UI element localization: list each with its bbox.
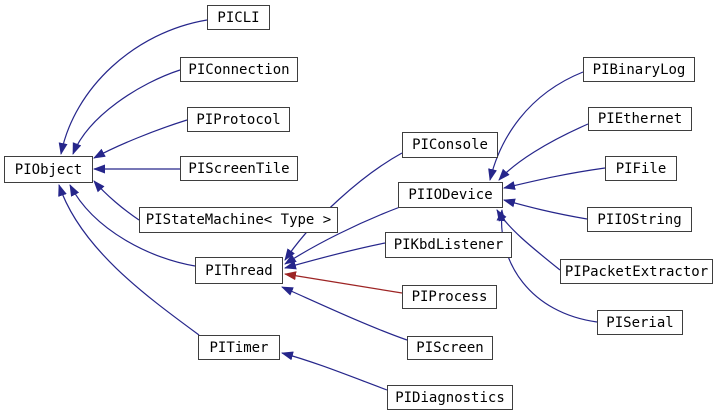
class-node-piscreentile[interactable]: PIScreenTile (180, 156, 298, 181)
class-node-piprocess[interactable]: PIProcess (402, 285, 497, 309)
edge-piprocess-to-pithread (284, 271, 403, 294)
class-node-piethernet[interactable]: PIEthernet (588, 107, 692, 131)
edge-pidiagnostics-to-pitimer (281, 351, 388, 391)
edge-pistatemachine-to-piobject (93, 180, 140, 221)
class-node-pidiagnostics[interactable]: PIDiagnostics (387, 385, 513, 410)
edge-piiostring-to-piiodevice (503, 198, 588, 220)
edge-pitimer-to-piobject (58, 184, 200, 336)
edge-piscreen-to-pithread (281, 286, 408, 341)
edge-pithread-to-piobject (69, 184, 196, 267)
class-node-pistatemachine[interactable]: PIStateMachine< Type > (139, 207, 338, 233)
edge-piprotocol-to-piobject (93, 119, 188, 159)
class-node-piobject[interactable]: PIObject (4, 156, 93, 183)
edge-piconnection-to-piobject (72, 69, 181, 155)
class-node-piserial[interactable]: PISerial (597, 310, 683, 335)
class-node-pithread[interactable]: PIThread (195, 257, 283, 284)
class-node-pitimer[interactable]: PITimer (198, 335, 280, 360)
edge-piiodevice-to-pithread (284, 206, 401, 265)
class-node-piiodevice[interactable]: PIIODevice (398, 182, 503, 208)
class-node-picli[interactable]: PICLI (207, 5, 270, 30)
edge-pifile-to-piiodevice (503, 167, 606, 190)
class-node-pibinarylog[interactable]: PIBinaryLog (583, 57, 695, 82)
class-node-pifile[interactable]: PIFile (605, 156, 677, 181)
edge-picli-to-piobject (58, 19, 208, 155)
edge-piconsole-to-pithread (284, 152, 403, 261)
edge-piserial-to-piiodevice (496, 209, 598, 323)
edge-piethernet-to-piiodevice (498, 123, 589, 181)
class-node-pikbdlistener[interactable]: PIKbdListener (385, 232, 512, 258)
class-node-piprotocol[interactable]: PIProtocol (187, 107, 290, 132)
class-node-piconnection[interactable]: PIConnection (180, 57, 298, 82)
class-node-piiostring[interactable]: PIIOString (587, 207, 692, 232)
class-node-piconsole[interactable]: PIConsole (402, 132, 498, 158)
edge-pibinarylog-to-piiodevice (488, 71, 584, 181)
class-node-pipacketextractor[interactable]: PIPacketExtractor (560, 259, 713, 284)
edge-pikbdlistener-to-pithread (284, 242, 386, 270)
class-node-piscreen[interactable]: PIScreen (407, 336, 493, 360)
